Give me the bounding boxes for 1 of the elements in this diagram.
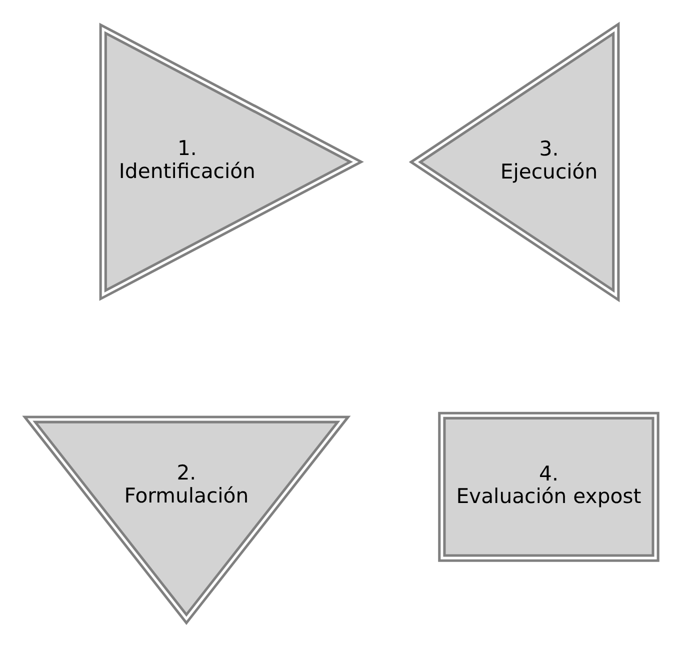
node-box: 4. Evaluación expost — [438, 412, 660, 562]
